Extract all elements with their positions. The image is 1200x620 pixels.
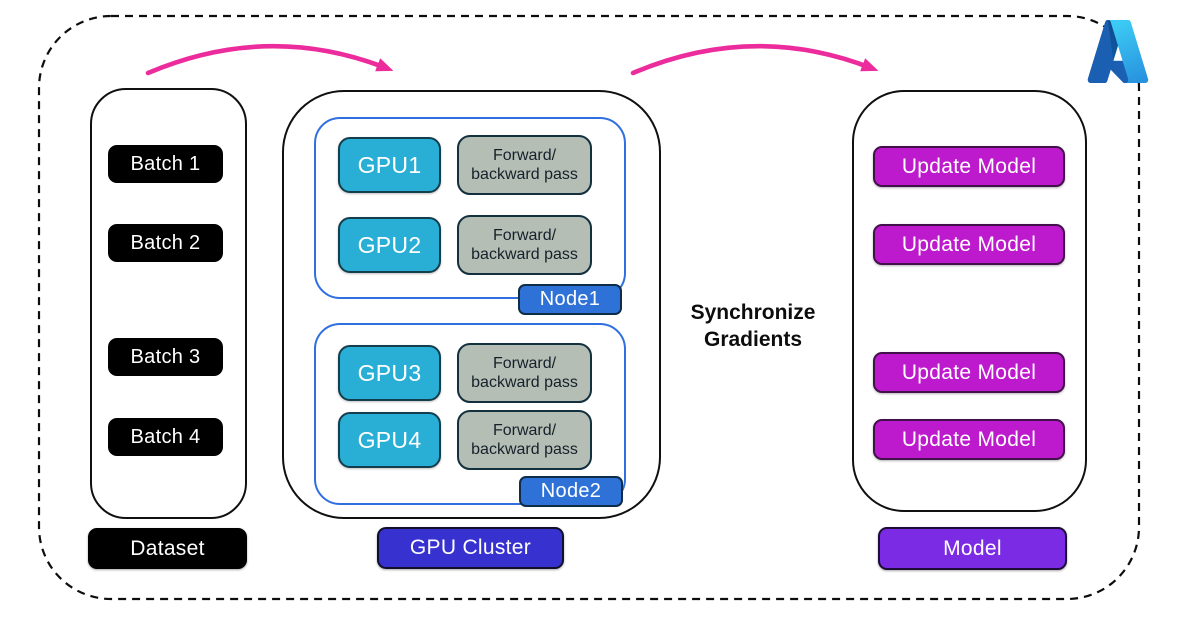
gpu2-box: GPU2 [338, 217, 441, 273]
update-model-box-2: Update Model [873, 224, 1065, 265]
gpu2-pass-line1: Forward/ [492, 227, 557, 244]
node2-tag: Node2 [519, 476, 623, 507]
gpu3-pass-box: Forward/ backward pass [457, 343, 592, 403]
update-model-box-4: Update Model [873, 419, 1065, 460]
gpu1-box: GPU1 [338, 137, 441, 193]
batch-3-box: Batch 3 [108, 338, 223, 376]
node2-container [314, 323, 626, 505]
update-model-box-1: Update Model [873, 146, 1065, 187]
dataset-label: Dataset [88, 528, 247, 569]
gpu3-pass-line2: backward pass [471, 374, 578, 391]
sync-caption-line2: Gradients [703, 328, 803, 351]
gpu-cluster-label: GPU Cluster [377, 527, 564, 569]
node1-container [314, 117, 626, 299]
batch-4-box: Batch 4 [108, 418, 223, 456]
gpu4-pass-box: Forward/ backward pass [457, 410, 592, 470]
gpu1-pass-line1: Forward/ [492, 147, 557, 164]
gpu3-box: GPU3 [338, 345, 441, 401]
outer-dashed-border [37, 14, 1141, 601]
gpu1-pass-box: Forward/ backward pass [457, 135, 592, 195]
sync-caption-line1: Synchronize [690, 301, 816, 324]
synchronize-gradients-caption: Synchronize Gradients [663, 299, 843, 353]
batch-2-box: Batch 2 [108, 224, 223, 262]
arrow-dataset-to-cluster [145, 43, 394, 76]
gpu2-pass-box: Forward/ backward pass [457, 215, 592, 275]
model-label: Model [878, 527, 1067, 570]
azure-logo-icon [1087, 19, 1149, 84]
arrow-cluster-to-model [630, 43, 879, 76]
batch-1-box: Batch 1 [108, 145, 223, 183]
gpu4-pass-line1: Forward/ [492, 422, 557, 439]
gpu3-pass-line1: Forward/ [492, 355, 557, 372]
gpu4-pass-line2: backward pass [471, 441, 578, 458]
update-model-box-3: Update Model [873, 352, 1065, 393]
node1-tag: Node1 [518, 284, 622, 315]
gpu4-box: GPU4 [338, 412, 441, 468]
gpu2-pass-line2: backward pass [471, 246, 578, 263]
gpu1-pass-line2: backward pass [471, 166, 578, 183]
